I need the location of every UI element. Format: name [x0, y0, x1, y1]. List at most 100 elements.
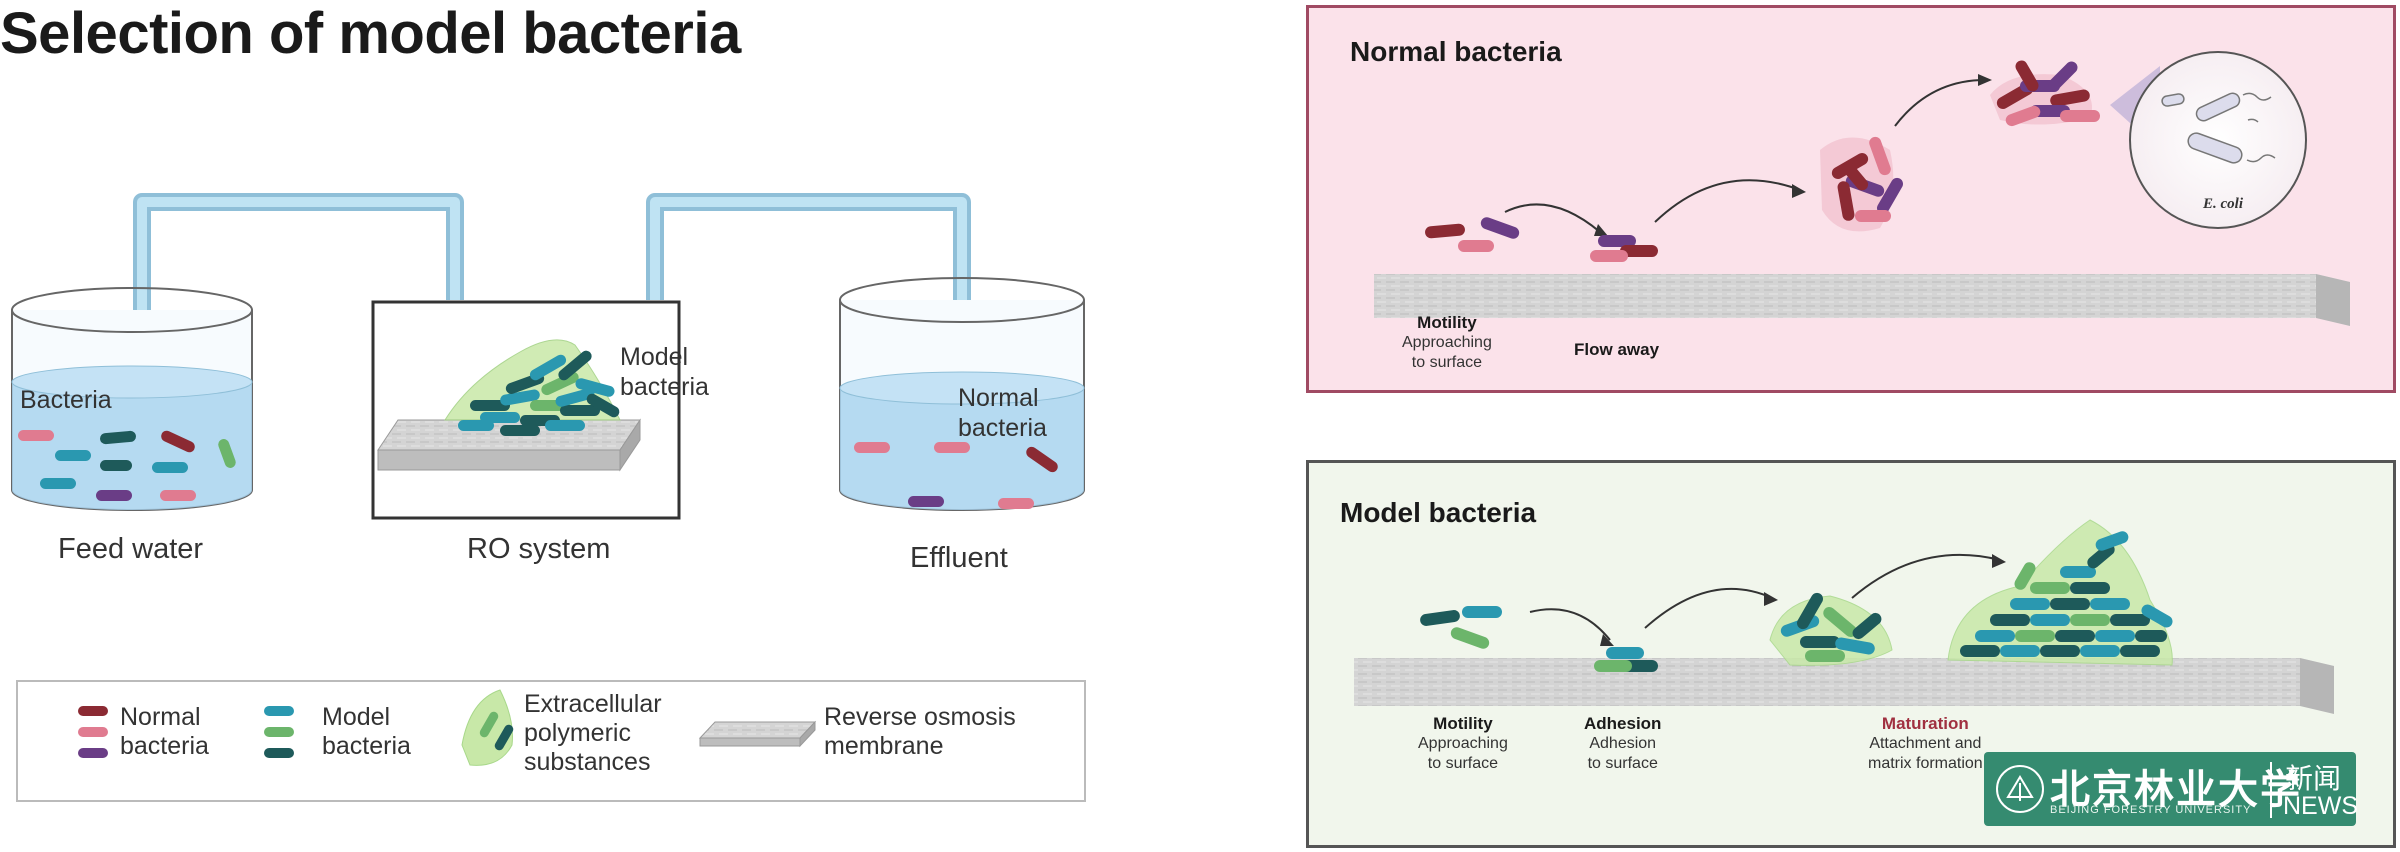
ro-model-line1: Model	[620, 343, 689, 371]
legend-membrane-line1: Reverse osmosis	[824, 703, 1016, 731]
bacterium-rod	[575, 378, 615, 397]
effluent-normal-bacteria-label: Normal bacteria	[958, 383, 1047, 443]
bacterium-rod	[470, 400, 510, 411]
normal-stage1-title: Motility	[1417, 313, 1477, 332]
bacterium-rod	[1450, 627, 1490, 649]
normal-stage-motility: Motility Approaching to surface	[1402, 313, 1492, 373]
model-arrows	[1529, 553, 2006, 646]
bacterium-rod	[558, 350, 592, 381]
model-stage3-line1: Attachment and	[1869, 735, 1982, 752]
bacterium-rod	[2014, 562, 2036, 590]
bacterium-rod	[1797, 592, 1823, 630]
bacterium-rod	[1462, 606, 1502, 618]
bacterium-rod	[1841, 161, 1869, 191]
bacterium-rod	[1420, 610, 1460, 626]
bacterium-rod	[1805, 650, 1845, 662]
legend-eps-line1: Extracellular	[524, 690, 662, 718]
bacterium-rod	[908, 496, 944, 507]
legend-membrane-label: Reverse osmosis membrane	[824, 703, 1016, 761]
bacterium-rod	[2095, 531, 2129, 551]
normal-panel-title: Normal bacteria	[1350, 36, 1562, 67]
bacterium-rod	[1852, 612, 1882, 640]
bacterium-rod	[1823, 607, 1857, 637]
bacterium-rod	[18, 430, 54, 441]
bacterium-rod	[1480, 217, 1520, 239]
bacterium-rod	[560, 405, 600, 416]
bacterium-rod	[96, 490, 132, 501]
bacterium-rod	[2005, 105, 2041, 127]
bacterium-rod	[555, 388, 595, 407]
legend-membrane-icon	[698, 720, 817, 748]
normal-membrane	[1374, 274, 2350, 326]
bacterium-rod	[2070, 582, 2110, 594]
bacterium-rod	[1975, 630, 2015, 642]
bacterium-rod	[1620, 245, 1658, 257]
ro-system-box	[371, 300, 681, 520]
bacterium-rod	[1606, 647, 1644, 659]
bacterium-rod	[1458, 240, 1494, 252]
legend-membrane-line2: membrane	[824, 732, 944, 760]
bacterium-rod	[2090, 598, 2130, 610]
normal-stage1-line2: to surface	[1411, 354, 1483, 371]
bacterium-rod	[40, 478, 76, 489]
bacterium-rod	[55, 450, 91, 461]
ro-model-line2: bacteria	[620, 373, 709, 401]
bacterium-rod	[1425, 223, 1465, 239]
bacterium-rod	[1837, 181, 1855, 221]
model-stage2-title: Adhesion	[1584, 714, 1662, 733]
legend-normal-line1: Normal	[120, 703, 201, 731]
bacterium-rod	[2060, 110, 2100, 122]
university-logo-icon	[1996, 765, 2044, 813]
bacterium-rod	[2030, 582, 2070, 594]
bacterium-rod	[2110, 614, 2150, 626]
ecoli-sketches	[2161, 92, 2276, 164]
ecoli-label: E. coli	[2203, 196, 2243, 212]
bacterium-rod	[2070, 614, 2110, 626]
legend-model-line1: Model	[322, 703, 391, 731]
model-stage1-title: Motility	[1433, 714, 1493, 733]
watermark-badge	[1984, 752, 2356, 826]
effluent-normal-line2: bacteria	[958, 414, 1047, 442]
bacterium-rod	[479, 711, 499, 738]
model-stage3-line2: matrix formation	[1868, 755, 1983, 772]
bacterium-rod	[1590, 250, 1628, 262]
watermark-news-cn: 新闻	[2285, 763, 2342, 794]
bacterium-rod	[264, 727, 294, 737]
model-stage3-title: Maturation	[1881, 714, 1969, 733]
bacteria-layer	[18, 60, 2173, 758]
bacterium-rod	[545, 420, 585, 431]
bacterium-rod	[78, 748, 108, 758]
feed-water-beaker	[11, 287, 253, 511]
bacterium-rod	[854, 442, 890, 453]
legend-normal-line2: bacteria	[120, 732, 209, 760]
bacterium-rod	[2010, 598, 2050, 610]
bacterium-rod	[264, 748, 294, 758]
legend-normal-label: Normal bacteria	[120, 703, 209, 761]
bacterium-rod	[1990, 614, 2030, 626]
bacterium-rod	[934, 442, 970, 453]
watermark-university-en: BEIJING FORESTRY UNIVERSITY	[2050, 804, 2252, 816]
bacterium-rod	[2141, 604, 2173, 628]
feed-water-inner-label: Bacteria	[20, 386, 112, 414]
bacterium-rod	[2095, 630, 2135, 642]
bacterium-rod	[2050, 598, 2090, 610]
bacterium-rod	[2015, 60, 2039, 92]
bacterium-rod	[2055, 630, 2095, 642]
watermark-university-cn: 北京林业大学	[2050, 766, 2302, 813]
water-pipes-inner	[137, 197, 967, 390]
legend-model-line2: bacteria	[322, 732, 411, 760]
normal-arrows	[1504, 74, 1992, 236]
bacterium-rod	[2030, 105, 2070, 117]
bacterium-rod	[218, 439, 236, 468]
bacterium-rod	[264, 706, 294, 716]
effluent-label: Effluent	[910, 542, 1008, 574]
feed-water-label: Feed water	[58, 533, 204, 565]
bacterium-rod	[78, 706, 108, 716]
legend-model-label: Model bacteria	[322, 703, 411, 761]
bacterium-rod	[586, 393, 620, 418]
bacterium-rod	[1026, 446, 1058, 473]
model-membrane	[1354, 658, 2334, 714]
bacterium-rod	[1855, 210, 1891, 222]
legend-eps-label: Extracellular polymeric substances	[524, 690, 662, 777]
bacterium-rod	[998, 498, 1034, 509]
